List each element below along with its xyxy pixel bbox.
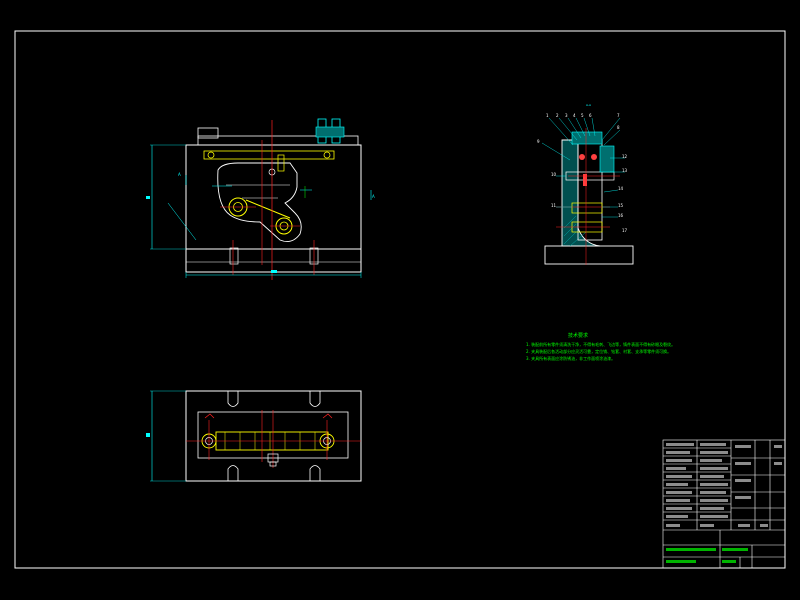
notes-title: 技术要求 bbox=[568, 333, 589, 339]
balloon-label: 17 bbox=[622, 228, 628, 233]
svg-text:A: A bbox=[178, 172, 181, 177]
balloon-label: 13 bbox=[622, 168, 628, 173]
base-plate-top bbox=[185, 390, 362, 482]
base-plate bbox=[185, 248, 362, 273]
front-view: A A bbox=[146, 118, 375, 280]
balloon-label: 11 bbox=[551, 203, 557, 208]
note-line-3: 3. 夹具所有表面应涂防锈油，非工作面喷涂油漆。 bbox=[526, 356, 616, 361]
balloon-label: 6 bbox=[589, 113, 592, 118]
balloon-label: 7 bbox=[617, 113, 620, 118]
balloon-label: 1 bbox=[546, 113, 549, 118]
balloon-label: 3 bbox=[565, 113, 568, 118]
title-block-green bbox=[666, 548, 748, 563]
balloon-label: 4 bbox=[573, 113, 576, 118]
note-line-1: 1. 装配前所有零件须清洗干净，不得有毛刺、飞边等，铸件表面不得有砂眼及裂纹。 bbox=[526, 342, 676, 347]
outer-frame bbox=[14, 30, 786, 569]
balloon-label: 12 bbox=[622, 154, 628, 159]
technical-requirements: 技术要求 1. 装配前所有零件须清洗干净，不得有毛刺、飞边等，铸件表面不得有砂眼… bbox=[526, 333, 675, 362]
balloon-label: 5 bbox=[581, 113, 584, 118]
svg-text:A: A bbox=[372, 194, 375, 199]
title-block-fill bbox=[666, 443, 782, 527]
note-line-2: 2. 夹具装配后各活动部分应灵活可靠，定位销、钻套、衬套、支承等零件须可换。 bbox=[526, 349, 672, 354]
balloon-label: 16 bbox=[618, 213, 624, 218]
balloon-label: 9 bbox=[537, 139, 540, 144]
title-block bbox=[662, 439, 786, 569]
balloon-label: 2 bbox=[556, 113, 559, 118]
balloon-label: 14 bbox=[618, 186, 624, 191]
balloon-label: 8 bbox=[617, 125, 620, 130]
fixture-body bbox=[185, 144, 362, 250]
top-view bbox=[146, 390, 362, 482]
svg-text:A-A: A-A bbox=[586, 103, 592, 107]
balloon-label: 15 bbox=[618, 203, 624, 208]
balloon-label: 10 bbox=[551, 172, 557, 177]
side-section-view: A-A bbox=[541, 103, 634, 265]
